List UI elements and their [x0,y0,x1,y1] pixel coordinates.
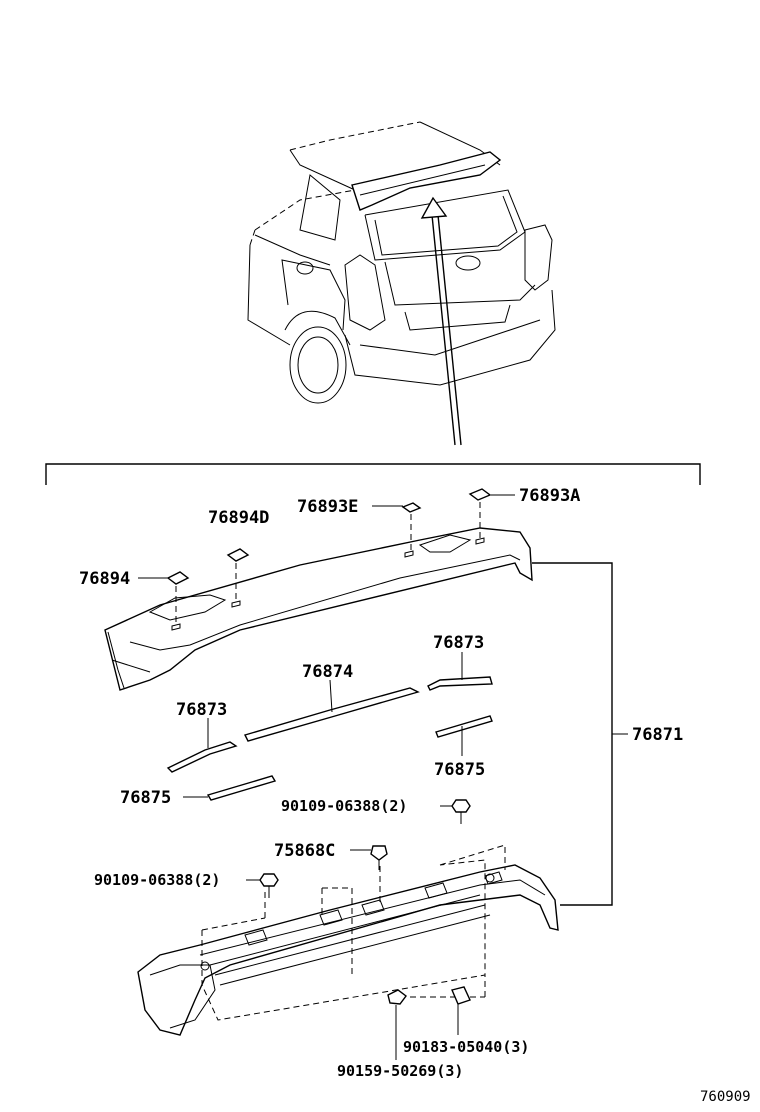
label-90109-left: 90109-06388(2) [94,871,220,889]
screw-90159 [387,989,407,1060]
bolt-90109-left [246,873,279,898]
label-76875-left: 76875 [120,788,171,808]
label-76893A: 76893A [519,486,580,506]
label-75868C: 75868C [274,841,335,861]
label-76894D: 76894D [208,508,269,528]
label-76871: 76871 [632,725,683,745]
label-90109-top: 90109-06388(2) [281,797,407,815]
cap-76894 [166,571,190,624]
figure-reference: 760909 [700,1089,751,1105]
label-76874: 76874 [302,662,353,682]
nut-90183 [451,986,471,1035]
cap-76894D [226,548,250,601]
assembly-bracket-76871 [532,562,613,906]
label-76873-right: 76873 [433,633,484,653]
spoiler-upper [104,527,533,691]
label-76894: 76894 [79,569,130,589]
cap-76893E [401,502,422,551]
seal-76875-right [435,715,493,756]
label-76893E: 76893E [297,497,358,517]
vehicle-illustration [247,121,556,446]
label-76875-right: 76875 [434,760,485,780]
label-76873-left: 76873 [176,700,227,720]
seal-76875-left [183,775,277,801]
clip-75868C [350,845,388,870]
seal-76873-right [427,652,493,691]
label-90159: 90159-50269(3) [337,1062,463,1080]
spoiler-lower [137,864,559,1036]
cap-76893A [468,488,492,538]
group-bracket [45,463,701,485]
bolt-90109-top [440,799,471,824]
seal-76873-left [166,718,238,773]
label-90183: 90183-05040(3) [403,1038,529,1056]
seal-76874 [243,679,420,742]
